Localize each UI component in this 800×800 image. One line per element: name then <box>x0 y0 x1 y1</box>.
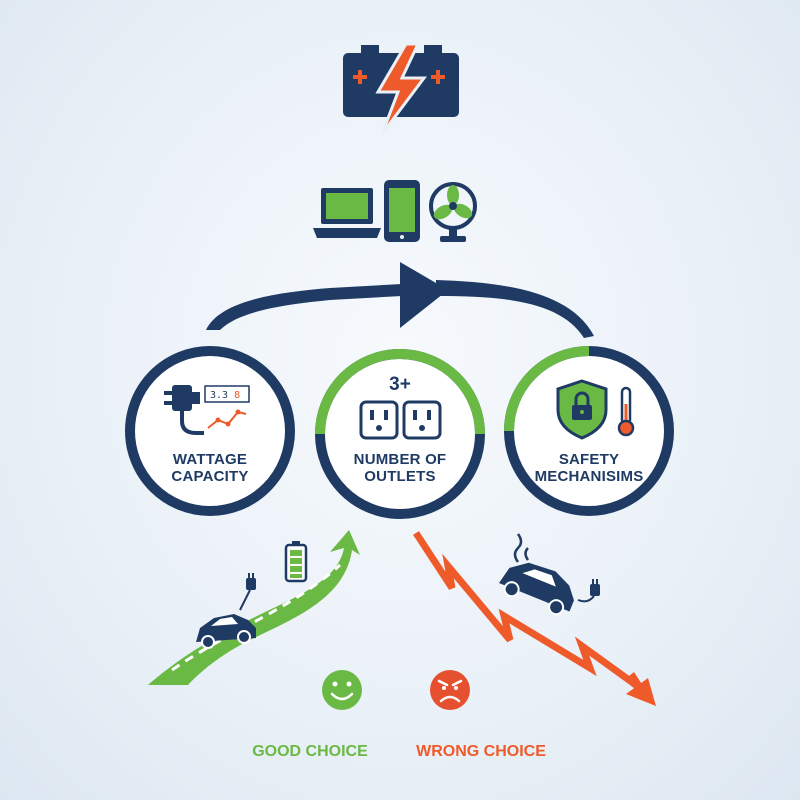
svg-text:3.3 8: 3.3 8 <box>210 390 240 401</box>
fan-icon <box>429 182 477 242</box>
factor-label-line2: MECHANISIMS <box>535 468 644 485</box>
smoke-icon <box>513 533 530 563</box>
meter-accent-digit: 8 <box>234 390 240 401</box>
good-path <box>148 530 360 685</box>
shield-lock-icon <box>556 379 608 440</box>
angry-face-icon <box>430 670 470 710</box>
factor-number-of-outlets: 3+ NUMBER OF OUTLETS <box>315 349 485 519</box>
good-choice-label: GOOD CHOICE <box>252 743 368 760</box>
factor-label-line2: OUTLETS <box>364 468 435 485</box>
factor-label-line1: WATTAGE <box>173 451 247 468</box>
bad-path <box>413 531 656 706</box>
lightning-bolt-icon <box>375 42 427 135</box>
outlet-icon <box>359 400 399 440</box>
line-graph-icon <box>207 409 247 429</box>
outlet-count-badge: 3+ <box>389 374 411 395</box>
outlet-icon <box>402 400 442 440</box>
laptop-icon <box>313 188 381 238</box>
factor-label-line1: NUMBER OF <box>354 451 447 468</box>
smiley-icon <box>322 670 362 710</box>
crashing-car-icon <box>499 562 574 616</box>
flow-arrow-icon <box>206 262 594 338</box>
battery-icon <box>343 42 459 135</box>
factor-safety-mechanisms: SAFETY MECHANISIMS <box>504 346 674 516</box>
thermometer-icon <box>617 386 635 437</box>
car-icon <box>196 614 256 649</box>
phone-icon <box>384 180 420 242</box>
charging-plug-icon <box>239 573 256 611</box>
factor-label-line1: SAFETY <box>559 451 619 468</box>
meter-display: 3.3 8 <box>204 385 250 403</box>
plug-icon <box>164 385 204 435</box>
factor-wattage-capacity: 3.3 8 WATTAGE CAPACITY <box>125 346 295 516</box>
wrong-choice-label: WRONG CHOICE <box>416 743 546 760</box>
meter-digits: 3.3 <box>210 390 228 401</box>
factor-label-line2: CAPACITY <box>171 468 248 485</box>
battery-full-icon <box>284 541 308 583</box>
unplugged-icon <box>577 579 600 603</box>
